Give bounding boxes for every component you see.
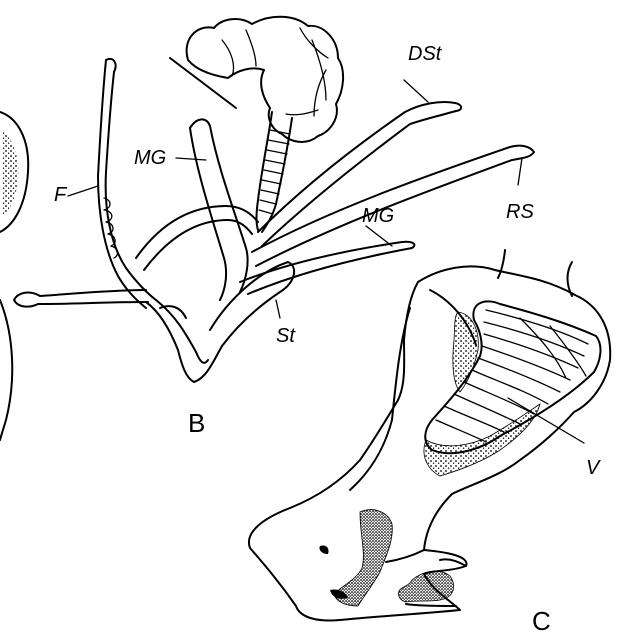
- panel-c-drawing: [249, 250, 610, 620]
- label-st: St: [276, 325, 296, 347]
- cut-line: [170, 58, 236, 108]
- leader-lines: [68, 80, 584, 443]
- panel-a-fragment: [0, 112, 28, 440]
- label-rs: RS: [506, 201, 534, 223]
- label-dst: DSt: [408, 43, 443, 65]
- label-f: F: [54, 184, 68, 206]
- gland-lobes: [187, 17, 344, 142]
- label-mg-lower: MG: [362, 205, 394, 227]
- label-mg-upper: MG: [134, 147, 166, 169]
- panel-label-b: B: [188, 408, 205, 438]
- label-v: V: [586, 457, 601, 479]
- panel-label-c: C: [532, 606, 551, 635]
